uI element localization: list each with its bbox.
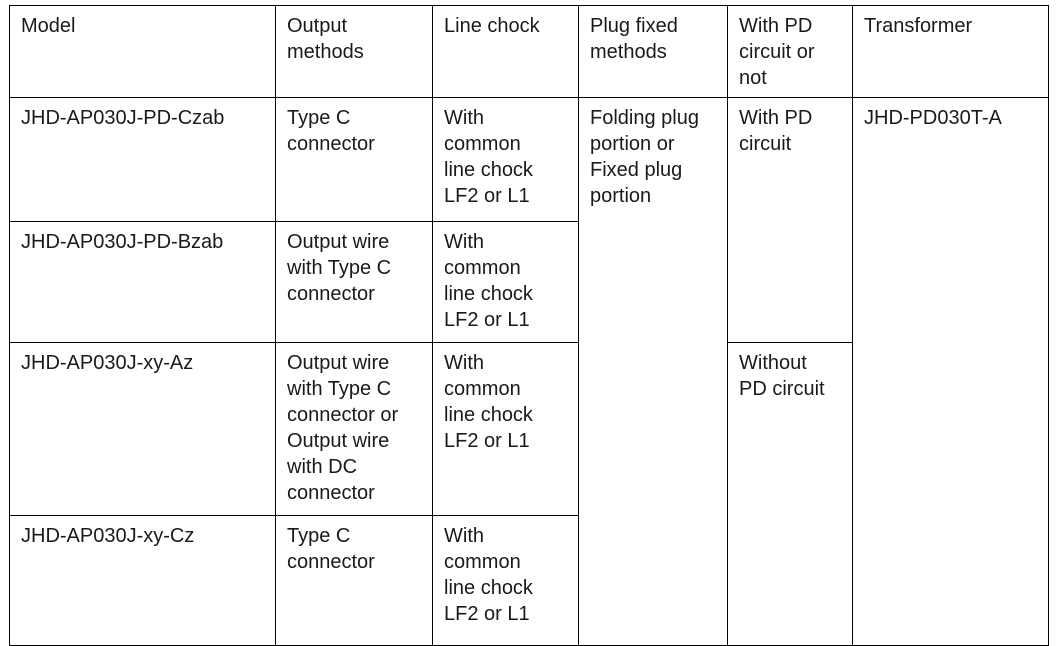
column-header-pd-circuit: With PD circuit or not [727, 5, 853, 98]
cell-output-row3: Output wire with Type C connector or Out… [275, 342, 433, 516]
cell-pd-circuit-with: With PD circuit [727, 97, 853, 343]
table-header-row: Model Output methods Line chock Plug fix… [9, 5, 1049, 98]
column-header-output: Output methods [275, 5, 433, 98]
cell-model-row3: JHD-AP030J-xy-Az [9, 342, 276, 516]
table-row: JHD-AP030J-xy-Cz Type C connector With c… [9, 515, 1049, 646]
column-header-line-chock: Line chock [432, 5, 579, 98]
cell-output-row1: Type C connector [275, 97, 433, 222]
cell-model-row2: JHD-AP030J-PD-Bzab [9, 221, 276, 343]
table-row: JHD-AP030J-PD-Bzab Output wire with Type… [9, 221, 1049, 343]
cell-transformer-merged: JHD-PD030T-A [852, 97, 1049, 646]
cell-model-row1: JHD-AP030J-PD-Czab [9, 97, 276, 222]
cell-line-chock-row3: With common line chock LF2 or L1 [432, 342, 579, 516]
table-row: JHD-AP030J-xy-Az Output wire with Type C… [9, 342, 1049, 646]
column-header-plug-fixed: Plug fixed methods [578, 5, 728, 98]
column-header-model: Model [9, 5, 276, 98]
cell-line-chock-row1: With common line chock LF2 or L1 [432, 97, 579, 222]
cell-line-chock-row4: With common line chock LF2 or L1 [432, 515, 579, 646]
cell-output-row4: Type C connector [275, 515, 433, 646]
model-specification-table: Model Output methods Line chock Plug fix… [9, 5, 1049, 646]
table-row: JHD-AP030J-PD-Czab Type C connector With… [9, 97, 1049, 646]
cell-line-chock-row2: With common line chock LF2 or L1 [432, 221, 579, 343]
column-header-transformer: Transformer [852, 5, 1049, 98]
cell-output-row2: Output wire with Type C connector [275, 221, 433, 343]
cell-pd-circuit-without: Without PD circuit [727, 342, 853, 646]
cell-model-row4: JHD-AP030J-xy-Cz [9, 515, 276, 646]
cell-plug-fixed-merged: Folding plug portion or Fixed plug porti… [578, 97, 728, 646]
